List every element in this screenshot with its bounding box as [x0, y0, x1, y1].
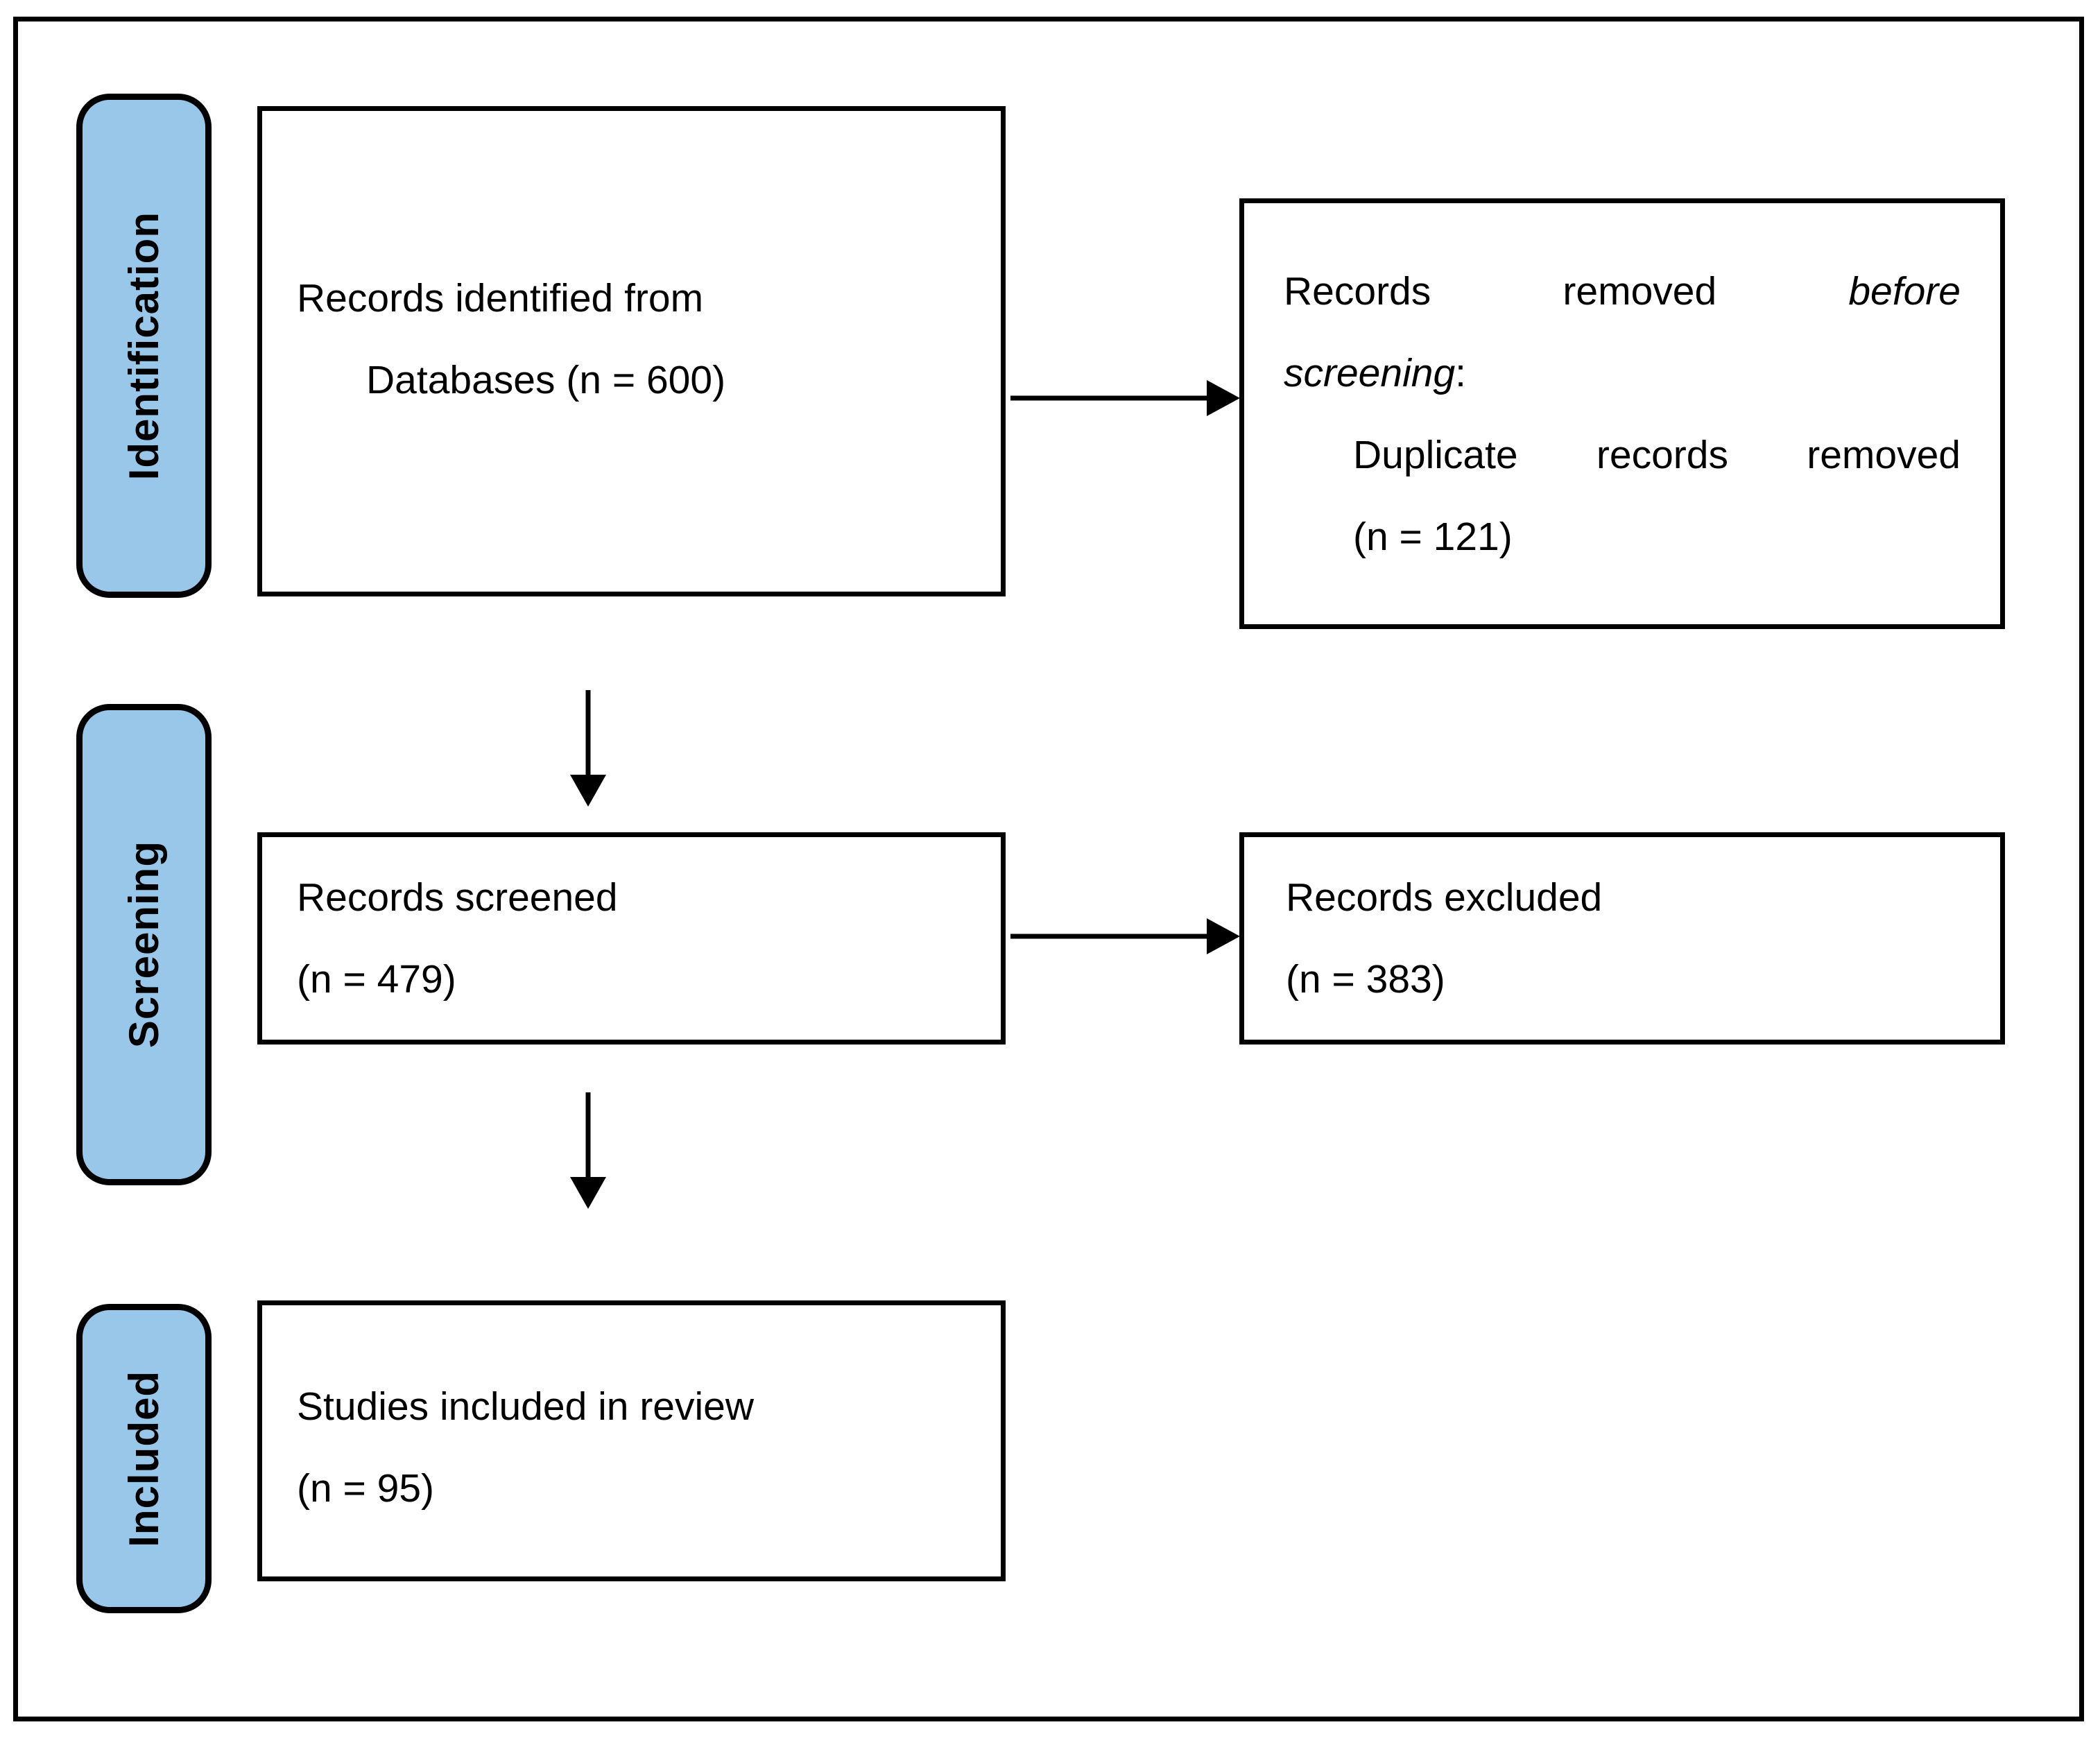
- duplicate-word2: records: [1596, 432, 1728, 477]
- box-records-identified: Records identified from Databases (n = 6…: [257, 106, 1006, 596]
- studies-included-count: (n = 95): [297, 1465, 435, 1511]
- records-identified-line2: Databases (n = 600): [366, 357, 726, 402]
- records-removed-count: (n = 121): [1353, 514, 1513, 559]
- screening-italic-text: screening: [1284, 350, 1456, 395]
- stage-label-identification: Identification: [76, 94, 212, 598]
- stage-label-screening-text: Screening: [121, 841, 167, 1049]
- records-excluded-count: (n = 383): [1286, 957, 1445, 1002]
- duplicate-word3: removed: [1807, 432, 1961, 477]
- records-removed-line1: Records removed before: [1284, 250, 1961, 332]
- stage-label-identification-text: Identification: [121, 211, 167, 481]
- records-identified-line1: Records identified from: [297, 275, 704, 320]
- records-removed-line2: screening:: [1284, 332, 1961, 414]
- box-records-removed: Records removed before screening: Duplic…: [1239, 198, 2005, 629]
- screening-colon: :: [1455, 350, 1466, 395]
- duplicate-word1: Duplicate: [1353, 432, 1518, 477]
- box-records-excluded: Records excluded (n = 383): [1239, 832, 2005, 1045]
- studies-included-line1: Studies included in review: [297, 1384, 755, 1429]
- records-excluded-line1: Records excluded: [1286, 875, 1603, 920]
- box-records-screened: Records screened (n = 479): [257, 832, 1006, 1045]
- records-screened-count: (n = 479): [297, 957, 456, 1002]
- duplicate-records-line: Duplicate records removed: [1353, 414, 1961, 496]
- records-screened-line1: Records screened: [297, 875, 618, 920]
- stage-label-included-text: Included: [121, 1370, 167, 1547]
- stage-label-included: Included: [76, 1304, 212, 1613]
- box-studies-included: Studies included in review (n = 95): [257, 1300, 1006, 1581]
- records-removed-word3-italic: before: [1848, 268, 1961, 313]
- stage-label-screening: Screening: [76, 704, 212, 1185]
- records-removed-word2: removed: [1563, 268, 1717, 313]
- records-removed-word1: Records: [1284, 268, 1431, 313]
- outer-border: [13, 17, 2084, 1721]
